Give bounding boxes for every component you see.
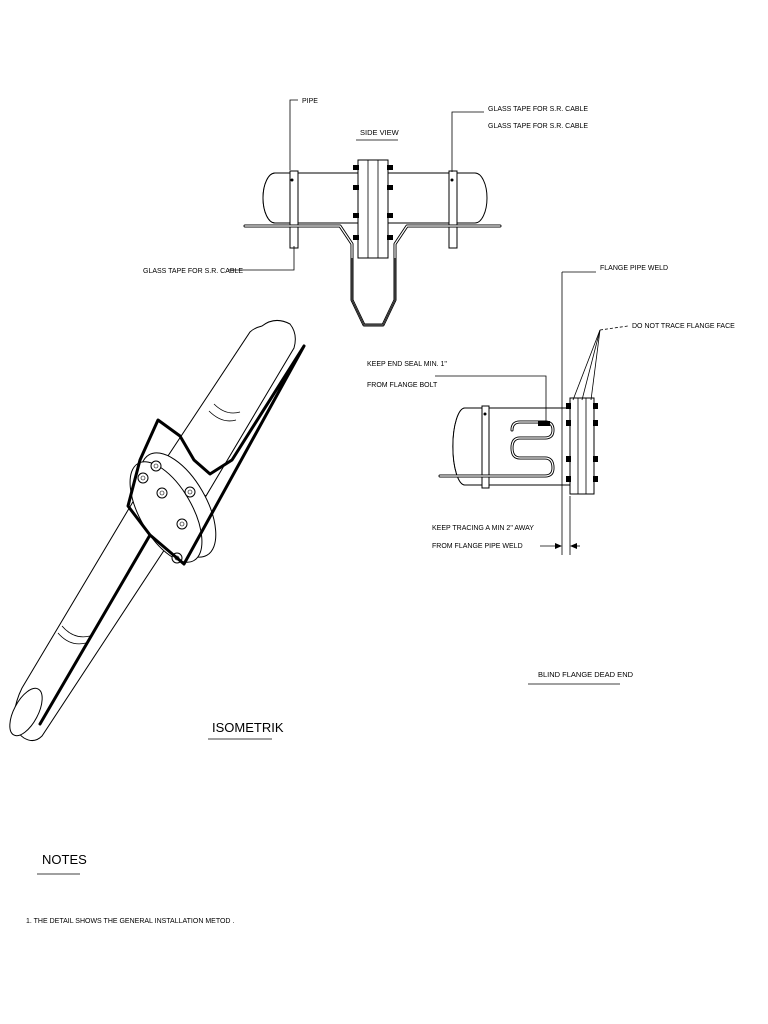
iso-glass-tape-upper bbox=[213, 403, 241, 414]
label-keep-tracing-1: KEEP TRACING A MIN 2" AWAY bbox=[432, 525, 534, 532]
label-glass-tape-top-1: GLASS TAPE FOR S.R. CABLE bbox=[488, 106, 588, 113]
side-view-title: SIDE VIEW bbox=[360, 128, 400, 137]
label-pipe: PIPE bbox=[302, 98, 318, 105]
side-view-glass-tape-right bbox=[448, 170, 458, 249]
note-item-1: 1. THE DETAIL SHOWS THE GENERAL INSTALLA… bbox=[26, 918, 234, 925]
dead-end-flange-bolts bbox=[566, 403, 598, 482]
label-keep-end-seal-1: KEEP END SEAL MIN. 1" bbox=[367, 361, 447, 368]
side-view-glass-tape-left bbox=[289, 170, 299, 249]
label-keep-tracing-2: FROM FLANGE PIPE WELD bbox=[432, 543, 523, 550]
side-view-flange bbox=[357, 159, 389, 259]
label-keep-end-seal-2: FROM FLANGE BOLT bbox=[367, 382, 438, 389]
notes-section: NOTES 1. THE DETAIL SHOWS THE GENERAL IN… bbox=[26, 852, 234, 925]
label-do-not-trace-flange-face: DO NOT TRACE FLANGE FACE bbox=[632, 323, 735, 330]
label-glass-tape-left: GLASS TAPE FOR S.R. CABLE bbox=[143, 268, 243, 275]
end-seal bbox=[538, 421, 550, 426]
side-view-pipe-left bbox=[262, 172, 359, 224]
isometric-detail: ISOMETRIK bbox=[9, 320, 306, 742]
iso-glass-tape-lower bbox=[61, 625, 91, 638]
iso-pipe-upper bbox=[159, 320, 296, 497]
dead-end-blind-flange bbox=[569, 397, 595, 495]
label-glass-tape-top-2: GLASS TAPE FOR S.R. CABLE bbox=[488, 123, 588, 130]
blind-flange-dead-end-detail: FLANGE PIPE WELD DO NOT TRACE FLANGE FAC… bbox=[367, 265, 735, 685]
notes-heading: NOTES bbox=[42, 852, 87, 867]
iso-heating-cable bbox=[38, 344, 306, 726]
isometric-title: ISOMETRIK bbox=[212, 720, 284, 735]
side-view-detail: PIPE SIDE VIEW GLASS TAPE FOR S.R. CABLE… bbox=[143, 98, 588, 327]
label-flange-pipe-weld: FLANGE PIPE WELD bbox=[600, 265, 668, 272]
dead-end-glass-tape bbox=[481, 405, 490, 489]
side-view-flange-bolts bbox=[353, 165, 393, 240]
side-view-pipe-right bbox=[387, 172, 488, 224]
iso-pipe-end bbox=[9, 687, 43, 737]
dead-end-title: BLIND FLANGE DEAD END bbox=[538, 670, 634, 679]
